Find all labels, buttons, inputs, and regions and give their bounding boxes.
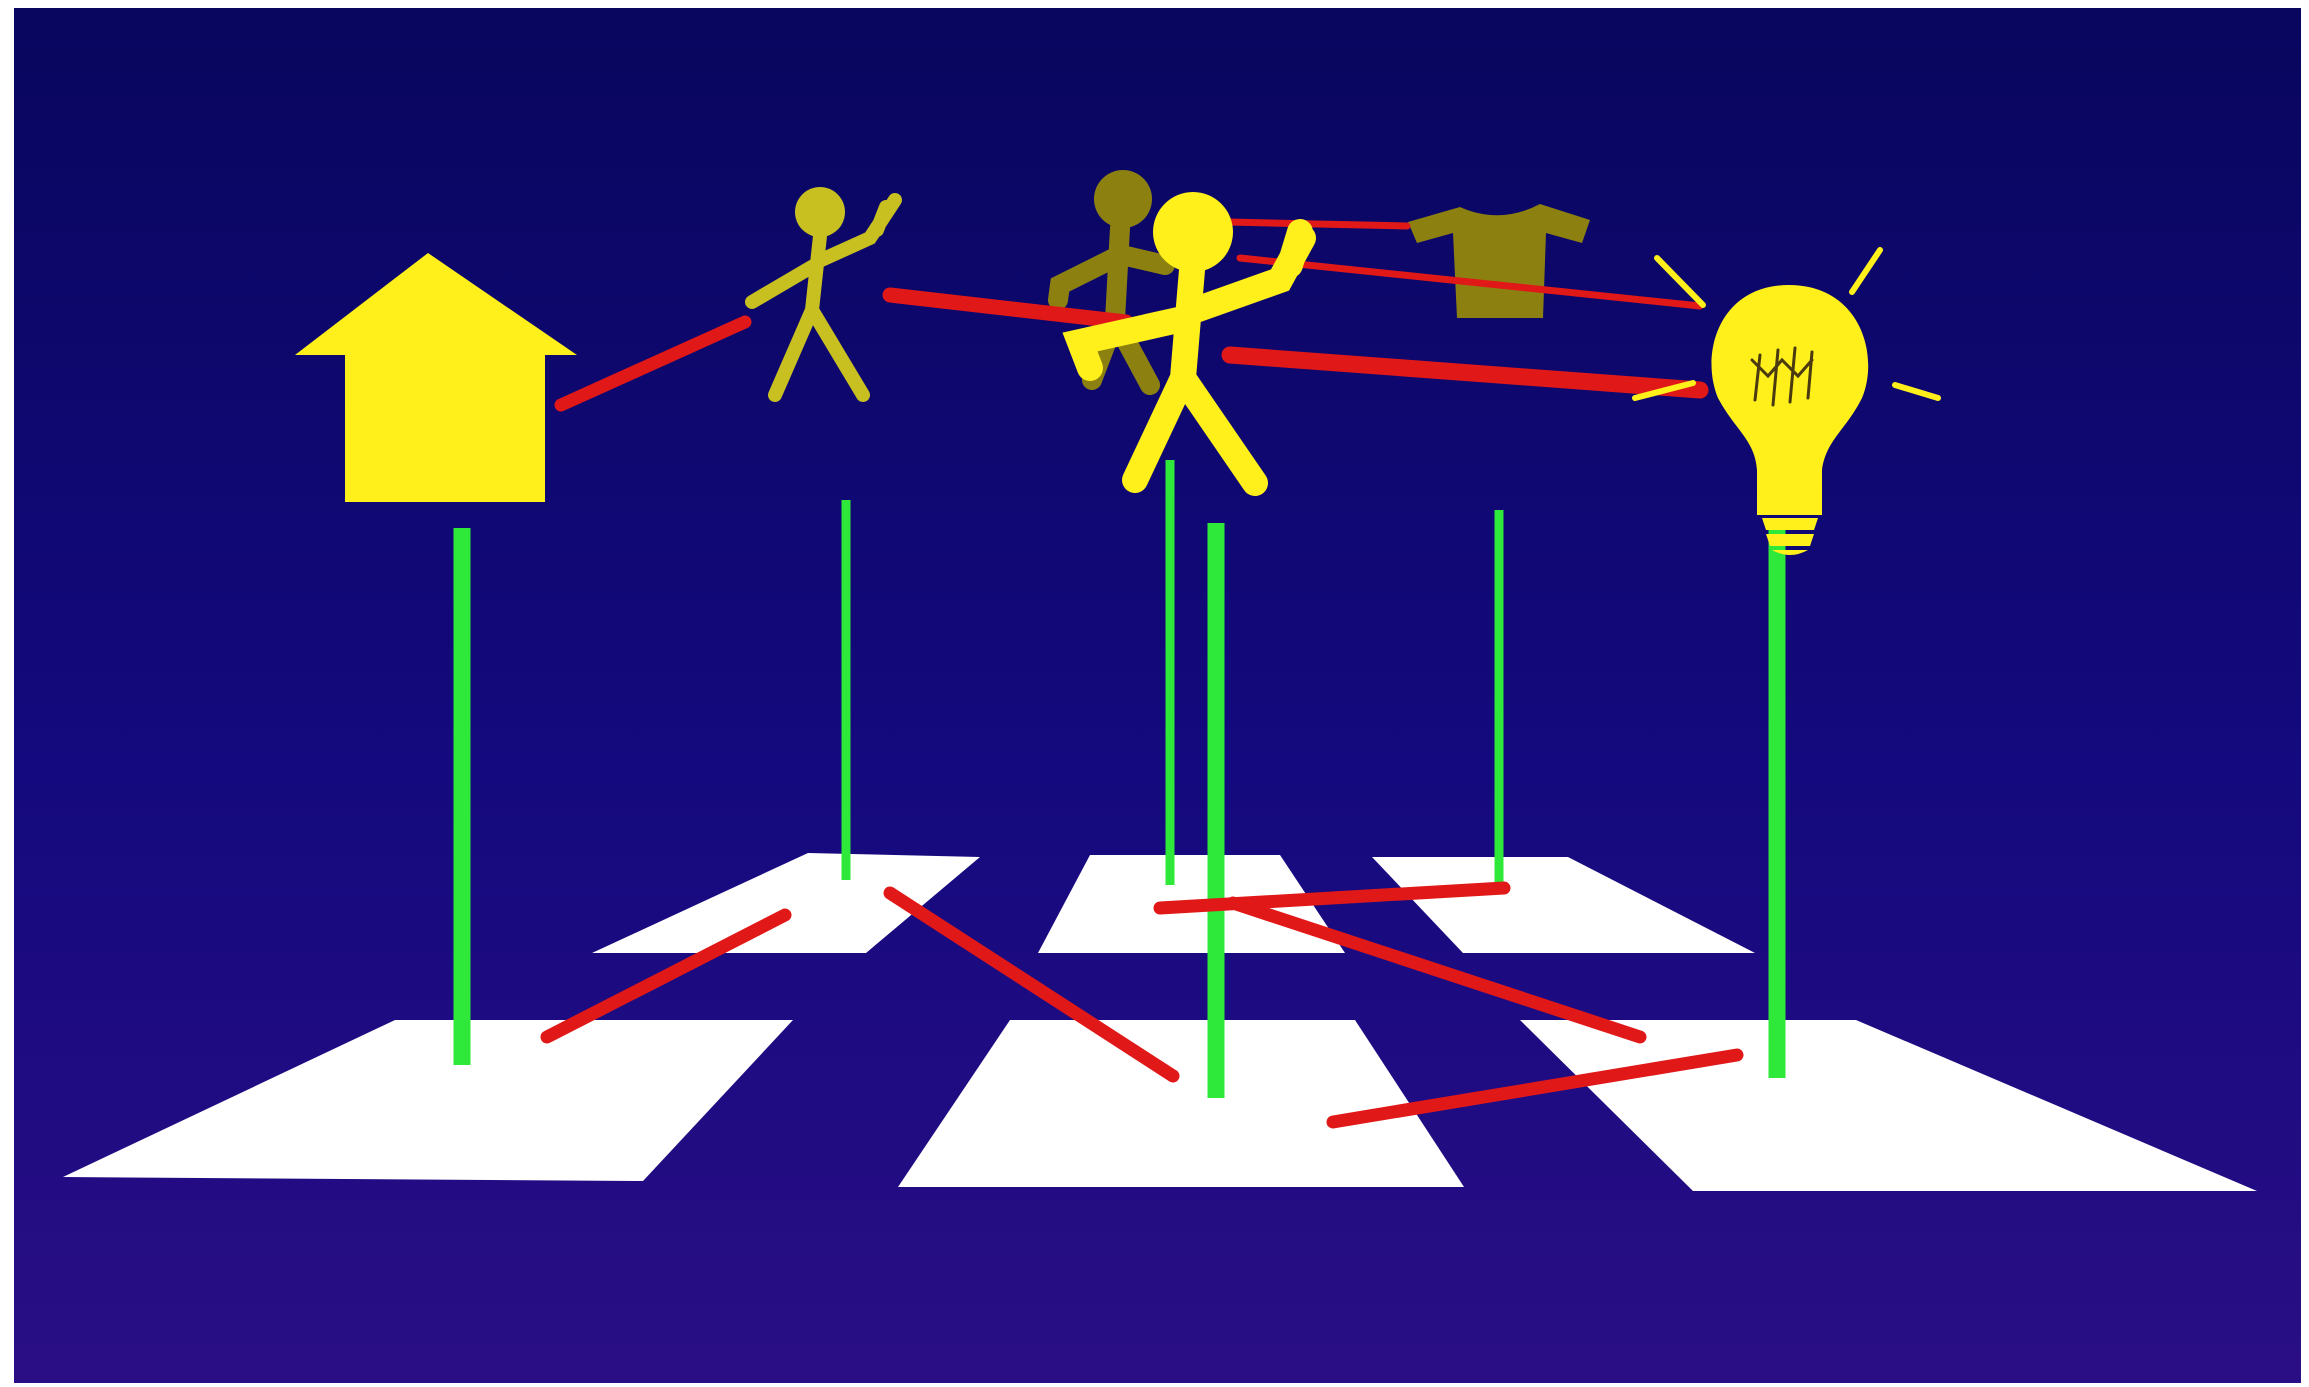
upper-link-ghost-shirt [1228, 222, 1407, 226]
